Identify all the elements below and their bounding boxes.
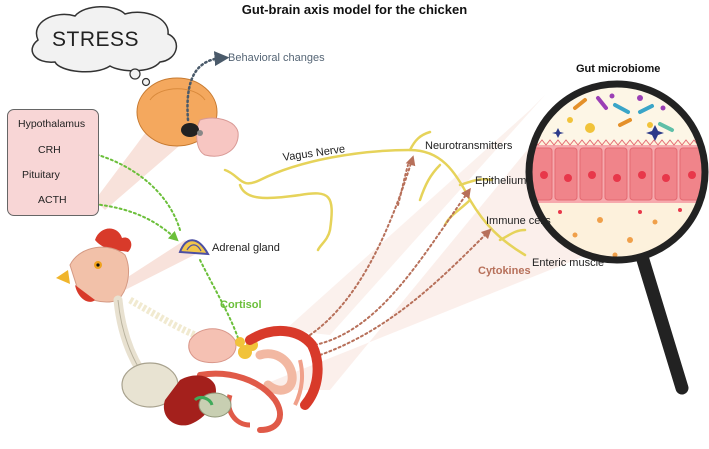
hypothalamus-label: Hypothalamus: [18, 118, 86, 130]
cytokines-label: Cytokines: [478, 265, 531, 277]
hpa-axis-box: Hypothalamus CRH Pituitary ACTH: [7, 109, 99, 216]
adrenal-gland-label: Adrenal gland: [212, 242, 280, 254]
epithelium-label: Epithelium: [475, 175, 527, 187]
stress-cloud: [31, 6, 178, 87]
behavioral-arrow: [186, 51, 230, 122]
immune-cells-label: Immune cells: [486, 215, 551, 227]
vagus-nerve: [223, 130, 527, 257]
behavioral-changes-label: Behavioral changes: [228, 52, 325, 64]
stress-label: STRESS: [52, 28, 140, 51]
neurotransmitters-label: Neurotransmitters: [425, 140, 513, 152]
cytokine-arrows: [309, 155, 492, 356]
crh-label: CRH: [38, 144, 61, 156]
brain-illustration: [136, 77, 239, 157]
diagram-title: Gut-brain axis model for the chicken: [241, 2, 468, 17]
chicken-illustration: [56, 228, 323, 433]
adrenal-gland-icon: [178, 239, 210, 256]
enteric-muscle-label: Enteric muscle: [532, 257, 605, 269]
acth-label: ACTH: [38, 194, 67, 206]
magnifier: [525, 80, 709, 395]
cortisol-label: Cortisol: [220, 299, 262, 311]
gut-microbiome-label: Gut microbiome: [576, 63, 661, 75]
pituitary-label: Pituitary: [22, 169, 60, 181]
